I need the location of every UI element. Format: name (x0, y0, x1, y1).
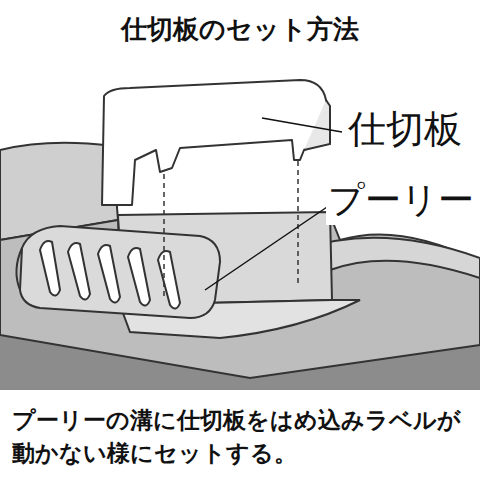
illustration-ground (0, 60, 480, 390)
pulley-grooves (40, 241, 180, 309)
caption: プーリーの溝に仕切板をはめ込みラベルが動かない様にセットする。 (12, 404, 464, 471)
title: 仕切板のセット方法 (0, 12, 480, 47)
part-label: プーリー (326, 176, 476, 225)
partition-plate (102, 80, 326, 205)
guide-lines (164, 152, 298, 300)
part-label: 仕切板 (346, 104, 464, 155)
pulley (20, 226, 220, 318)
leader-lines (205, 118, 342, 290)
